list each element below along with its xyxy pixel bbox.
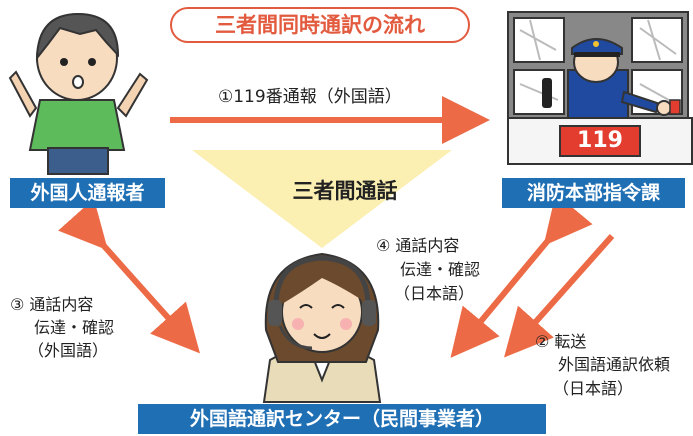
step1-label: ①119番通報（外国語） — [218, 87, 402, 107]
diagram-title: 三者間同時通訳の流れ — [170, 7, 470, 43]
step2-line2: 外国語通訳依頼 — [558, 355, 671, 374]
interpreter-center-label: 外国語通訳センター（民間事業者） — [138, 404, 546, 434]
fire-sign-number: 119 — [577, 128, 623, 153]
step3-line1: ③ 通話内容 — [10, 295, 94, 314]
three-way-call-triangle — [192, 150, 452, 248]
step4-line3: （日本語） — [394, 284, 475, 303]
interpreter-figure — [262, 252, 382, 403]
arrow-fire-center — [450, 193, 593, 358]
caller-figure — [8, 12, 149, 175]
step4-line2: 伝達・確認 — [400, 260, 481, 279]
step2-line3: （日本語） — [553, 379, 634, 398]
caller-label: 外国人通報者 — [10, 178, 165, 208]
step4-line1: ④ 通話内容 — [376, 236, 460, 255]
arrow-caller-center — [58, 198, 200, 354]
arrow-transfer — [504, 234, 615, 358]
step3-line2: 伝達・確認 — [34, 318, 115, 337]
step2-line1: ② 転送 — [535, 332, 587, 351]
step3-line3: （外国語） — [28, 341, 109, 360]
fire-dispatch-figure — [507, 11, 693, 165]
fire-dept-label: 消防本部指令課 — [502, 178, 685, 208]
three-way-call-label: 三者間通話 — [292, 179, 398, 203]
